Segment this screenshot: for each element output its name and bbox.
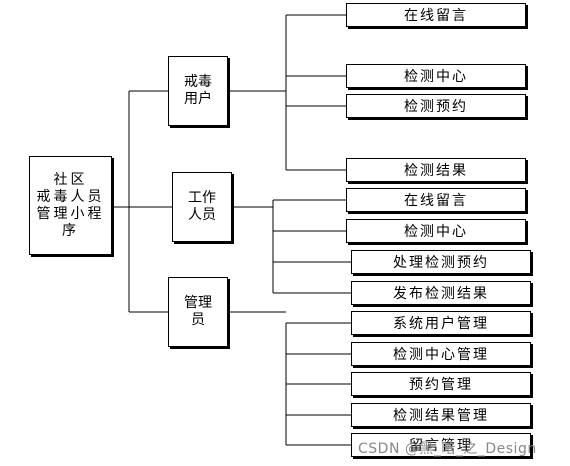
leaf-label: 检测结果 xyxy=(404,163,468,179)
leaf-node: 在线留言 xyxy=(346,188,526,212)
root-label: 社区 戒毒人员 管理小程 序 xyxy=(36,171,105,239)
group-node-admin: 管理 员 xyxy=(168,277,228,347)
leaf-node: 发布检测结果 xyxy=(351,281,531,305)
leaf-label: 留言管理 xyxy=(409,438,473,454)
leaf-label: 处理检测预约 xyxy=(393,255,489,271)
leaf-node: 检测中心 xyxy=(346,219,526,243)
leaf-label: 检测结果管理 xyxy=(393,408,489,424)
leaf-node: 检测结果管理 xyxy=(351,403,531,427)
group-node-staff: 工作 人员 xyxy=(172,172,232,242)
leaf-label: 检测中心 xyxy=(404,224,468,240)
leaf-label: 检测中心 xyxy=(404,69,468,85)
leaf-node: 处理检测预约 xyxy=(351,250,531,274)
leaf-node: 检测中心管理 xyxy=(351,342,531,366)
group-label: 管理 员 xyxy=(184,295,212,328)
leaf-node: 留言管理 xyxy=(351,433,531,457)
leaf-label: 系统用户管理 xyxy=(393,316,489,332)
leaf-label: 预约管理 xyxy=(409,377,473,393)
leaf-node: 检测预约 xyxy=(346,94,526,118)
leaf-node: 检测结果 xyxy=(346,158,526,182)
leaf-label: 发布检测结果 xyxy=(393,286,489,302)
root-node: 社区 戒毒人员 管理小程 序 xyxy=(29,156,112,255)
leaf-label: 在线留言 xyxy=(404,8,468,24)
watermark: CSDN @黑_暗_之_Design xyxy=(358,441,537,457)
group-label: 戒毒 用户 xyxy=(184,74,212,107)
leaf-label: 检测中心管理 xyxy=(393,347,489,363)
group-node-drug-users: 戒毒 用户 xyxy=(168,56,228,126)
leaf-node: 系统用户管理 xyxy=(351,311,531,335)
group-label: 工作 人员 xyxy=(188,190,216,223)
leaf-node: 预约管理 xyxy=(351,372,531,396)
leaf-node: 检测中心 xyxy=(346,64,526,88)
leaf-label: 检测预约 xyxy=(404,99,468,115)
leaf-node: 在线留言 xyxy=(346,3,526,27)
leaf-label: 在线留言 xyxy=(404,193,468,209)
